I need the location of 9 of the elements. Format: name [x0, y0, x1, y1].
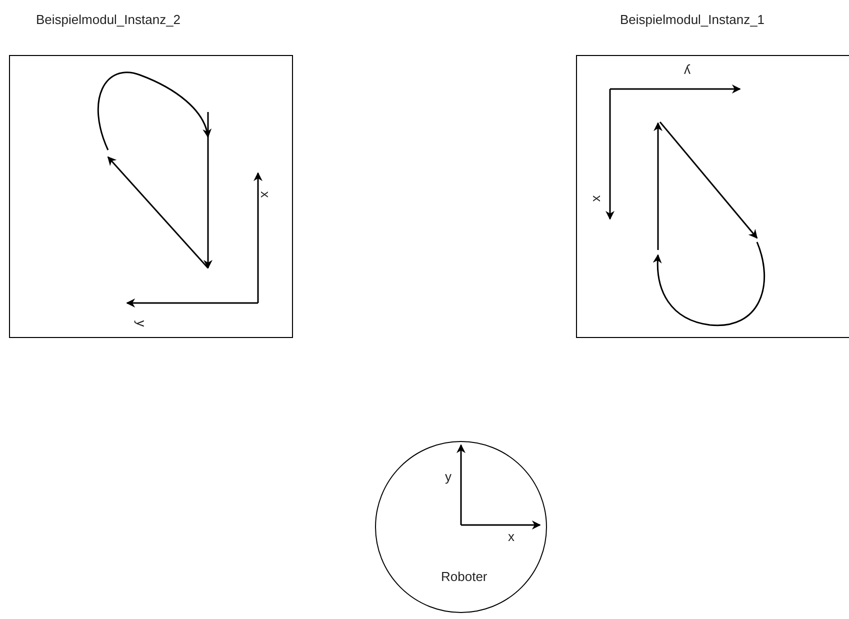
axis-label: x — [258, 191, 272, 198]
panel-title: Beispielmodul_Instanz_2 — [36, 12, 181, 27]
axis-label: x — [588, 195, 602, 202]
axis-label: y — [684, 65, 690, 78]
axis-label: y — [445, 470, 452, 483]
axis-label: y — [134, 320, 148, 327]
panel-title: Beispielmodul_Instanz_1 — [620, 12, 765, 27]
robot-label: Roboter — [441, 569, 488, 584]
axis-label: x — [508, 530, 514, 543]
